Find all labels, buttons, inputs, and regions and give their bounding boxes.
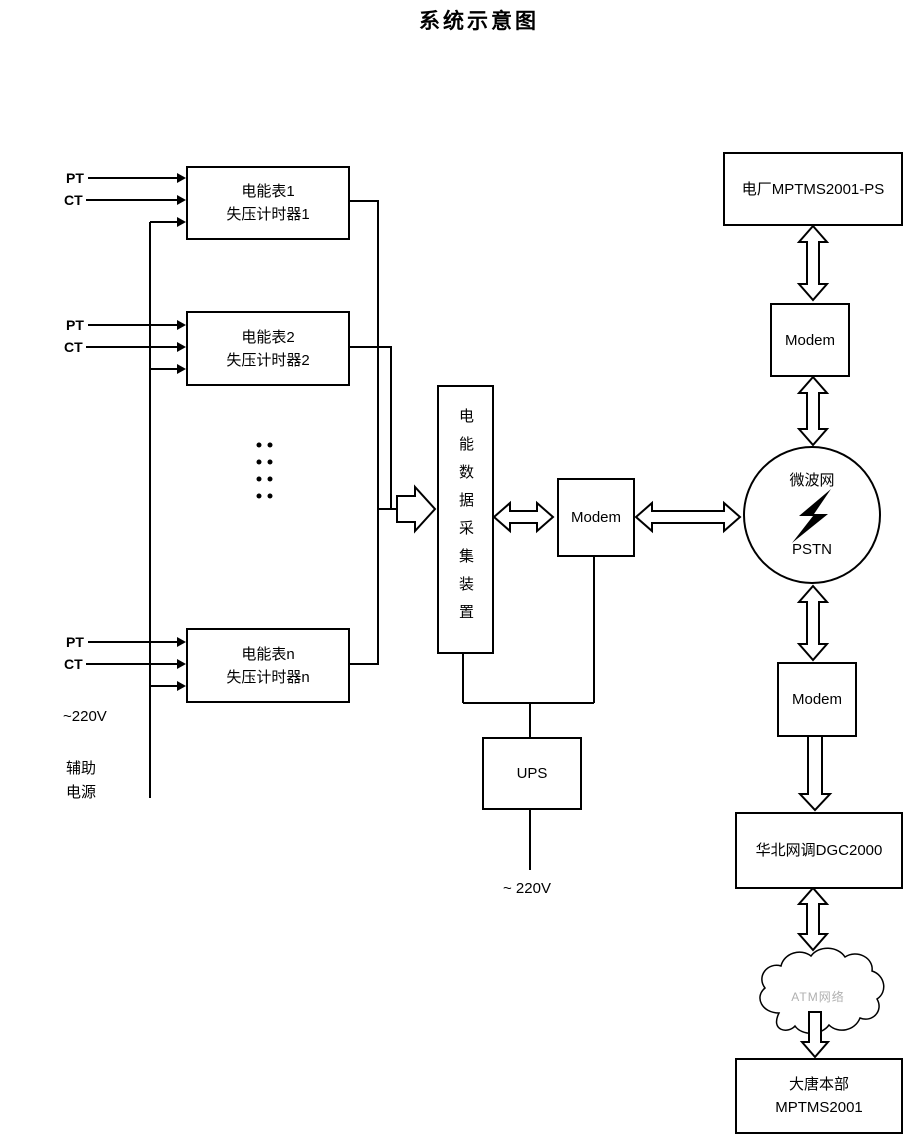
pt-label-2: PT: [66, 317, 84, 333]
meter-name-2: 电能表2: [241, 328, 295, 346]
meter-name-n: 电能表n: [241, 645, 295, 663]
modem-box-dispatch: Modem: [777, 662, 857, 737]
aux-voltage-label: ~220V: [63, 708, 107, 725]
meter-timer-2: 失压计时器2: [226, 351, 310, 369]
lightning-bolt-icon: [792, 489, 831, 543]
modem-label-plant: Modem: [784, 331, 836, 349]
headquarters-box: 大唐本部 MPTMS2001: [735, 1058, 903, 1134]
collector-wires: [346, 200, 397, 665]
meter-box-2: 电能表2 失压计时器2: [186, 311, 350, 386]
ct-label-n: CT: [64, 656, 83, 672]
pstn-label: PSTN: [791, 541, 832, 558]
dispatch-label: 华北网调DGC2000: [755, 842, 883, 859]
meter-box-n: 电能表n 失压计时器n: [186, 628, 350, 703]
ellipsis-dots: [256, 442, 273, 499]
modem-label-center: Modem: [570, 509, 622, 526]
arrow-circle-modem-bottom: [796, 584, 830, 662]
plant-box: 电厂MPTMS2001-PS: [723, 152, 903, 226]
atm-network-label: ATM网络: [791, 990, 845, 1004]
modem-box-plant: Modem: [770, 303, 850, 377]
input-wires: [86, 177, 184, 798]
aux-power-label-line2: 电源: [66, 784, 97, 801]
meter-box-1: 电能表1 失压计时器1: [186, 166, 350, 240]
modem-box-center: Modem: [557, 478, 635, 557]
ups-label: UPS: [516, 765, 548, 782]
microwave-network-label: 微波网: [789, 472, 835, 489]
input-arrowheads: [177, 173, 186, 691]
arrow-cloud-hq: [799, 1011, 831, 1059]
arrow-dispatch-cloud: [796, 886, 830, 952]
arrow-modem-circle-top: [796, 375, 830, 447]
pt-label-n: PT: [66, 634, 84, 650]
ct-label-1: CT: [64, 192, 83, 208]
meter-name-1: 电能表1: [241, 183, 295, 200]
ct-label-2: CT: [64, 339, 83, 355]
dispatch-box: 华北网调DGC2000: [735, 812, 903, 889]
headquarters-label-line2: MPTMS2001: [775, 1099, 863, 1116]
headquarters-label-line1: 大唐本部: [788, 1076, 849, 1093]
ups-box: UPS: [482, 737, 582, 810]
page-title: 系统示意图: [419, 10, 539, 33]
arrow-modem-dispatch: [797, 734, 833, 812]
arrow-modem-pstn: [634, 500, 742, 534]
data-collector-label: 电能数据采集装置: [457, 407, 474, 632]
collector-block-arrow: [396, 484, 437, 534]
meter-timer-1: 失压计时器1: [226, 206, 310, 223]
power-wires: [462, 553, 595, 870]
aux-power-label-line1: 辅助: [66, 760, 97, 777]
modem-label-dispatch: Modem: [791, 691, 843, 708]
plant-label: 电厂MPTMS2001-PS: [741, 180, 885, 198]
meter-timer-n: 失压计时器n: [226, 668, 310, 686]
data-collector-box: 电能数据采集装置: [437, 385, 494, 654]
ups-input-voltage-label: ~ 220V: [503, 880, 551, 897]
arrow-plant-modem: [796, 224, 830, 302]
arrow-collector-modem: [492, 500, 555, 534]
pt-label-1: PT: [66, 170, 84, 186]
